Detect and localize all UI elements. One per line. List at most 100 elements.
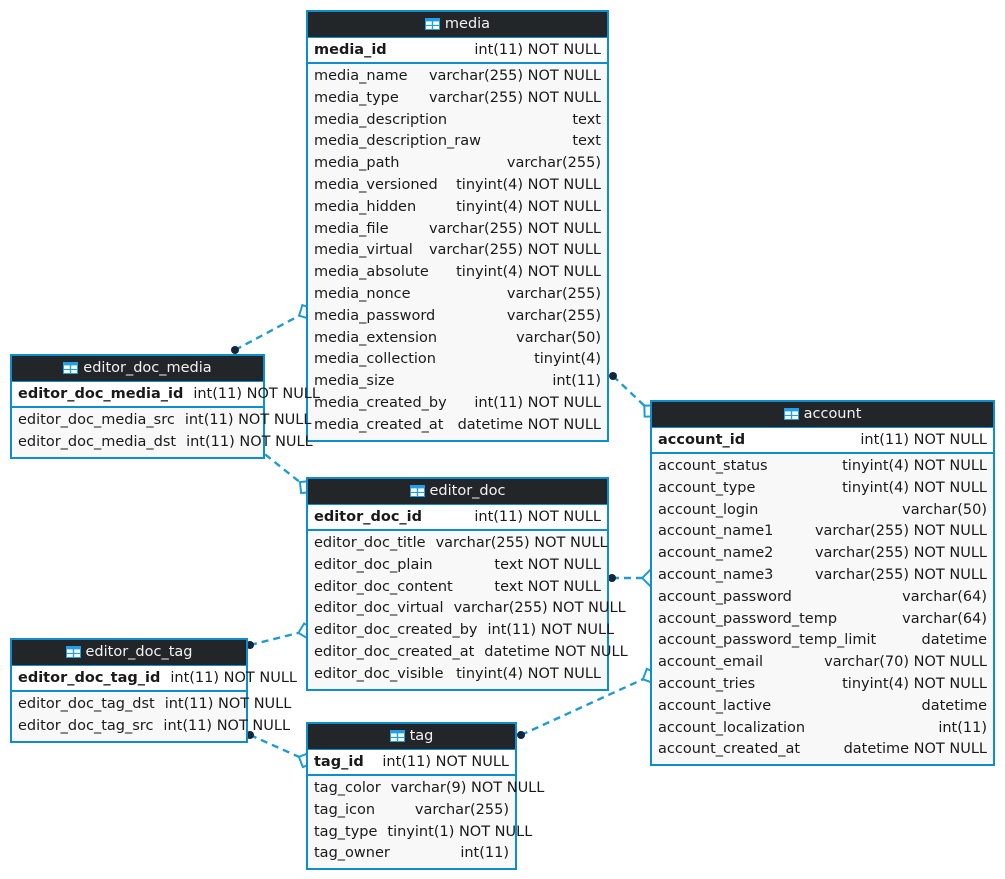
- relationship-rel-media-account[interactable]: [609, 372, 657, 418]
- entity-title: editor_doc: [429, 483, 506, 499]
- field-name: editor_doc_tag_dst: [18, 696, 155, 712]
- table-icon: [65, 645, 86, 661]
- relationship-rel-editor_doc_media-media[interactable]: [231, 303, 315, 354]
- field-name: editor_doc_created_at: [314, 643, 475, 660]
- field-name: account_name1: [658, 523, 774, 540]
- entity-header-editor_doc[interactable]: editor_doc: [308, 479, 607, 504]
- field-name: media_created_by: [314, 394, 447, 411]
- field-type: varchar(255) NOT NULL: [428, 220, 601, 237]
- field-type: int(11) NOT NULL: [382, 754, 509, 770]
- field-name: account_password_temp_limit: [658, 632, 877, 649]
- field-name: account_tries: [658, 675, 756, 692]
- field-type: int(11) NOT NULL: [474, 509, 601, 525]
- field-type: varchar(255) NOT NULL: [814, 523, 987, 540]
- field-row[interactable]: account_name1 varchar(255) NOT NULL: [652, 521, 993, 543]
- field-type: int(11) NOT NULL: [184, 412, 312, 428]
- entity-header-account[interactable]: account: [652, 402, 993, 427]
- table-icon: [424, 17, 445, 33]
- field-name: media_file: [314, 220, 389, 237]
- field-type: tinyint(4) NOT NULL: [456, 665, 601, 682]
- relationship-rel-editor_doc_tag-editor_doc[interactable]: [246, 622, 315, 649]
- field-name: editor_doc_virtual: [314, 600, 444, 617]
- entity-title: editor_doc_media: [83, 360, 212, 376]
- entity-title: media: [444, 16, 491, 32]
- entity-header-media[interactable]: media: [308, 12, 607, 37]
- field-type: varchar(9) NOT NULL: [390, 780, 545, 796]
- field-name: account_lactive: [658, 697, 772, 714]
- field-type: int(11) NOT NULL: [860, 432, 987, 448]
- field-name: tag_color: [314, 780, 381, 796]
- field-type: varchar(255): [506, 155, 601, 172]
- relationship-line: [249, 733, 307, 762]
- field-type: varchar(255): [414, 801, 509, 818]
- field-name: account_email: [658, 654, 764, 671]
- field-type: tinyint(4) NOT NULL: [456, 176, 601, 193]
- field-name: media_password: [314, 307, 436, 324]
- entity-header-tag[interactable]: tag: [308, 724, 515, 749]
- entity-header-editor_doc_media[interactable]: editor_doc_media: [12, 356, 263, 381]
- entity-header-editor_doc_tag[interactable]: editor_doc_tag: [12, 640, 246, 665]
- field-row[interactable]: tag_color varchar(9) NOT NULL: [308, 778, 544, 800]
- field-row[interactable]: media_file varchar(255) NOT NULL: [308, 219, 607, 241]
